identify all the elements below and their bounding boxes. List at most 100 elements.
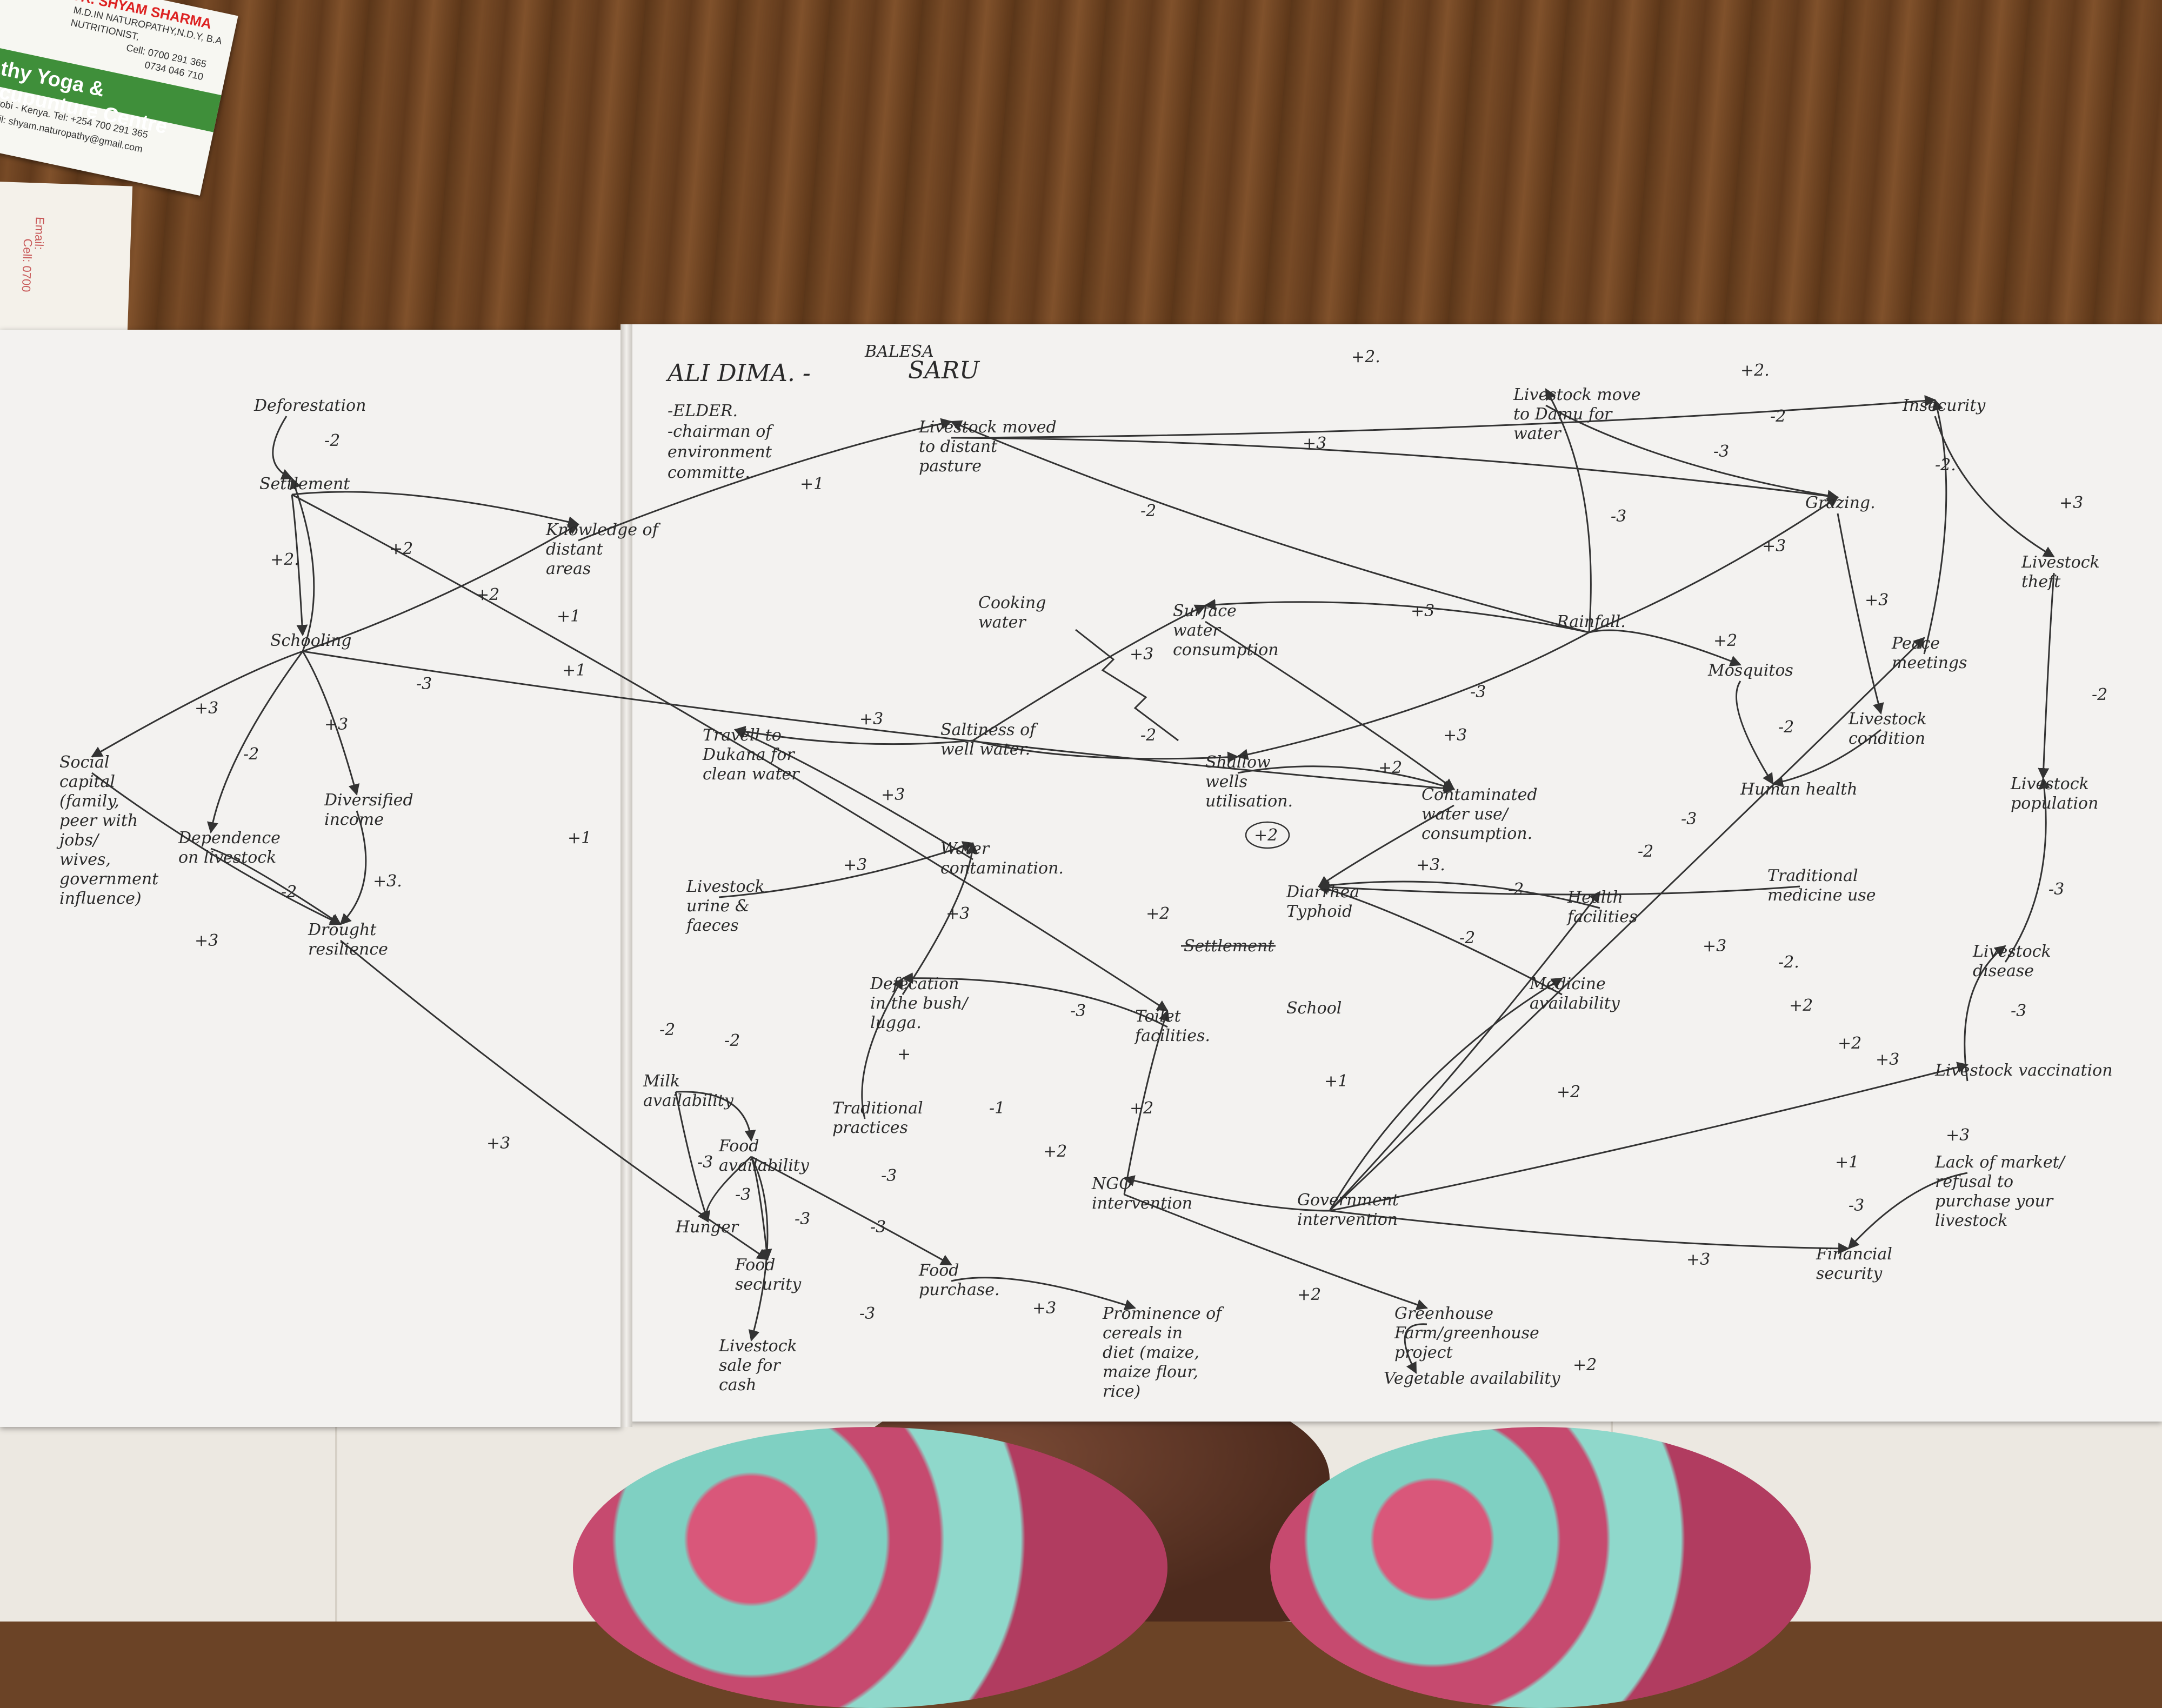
- causal-arrow: [1589, 629, 1741, 666]
- node-livestock-vaccination: Livestock vaccination: [1934, 1061, 2113, 1080]
- edge-label: -3: [1070, 1002, 1086, 1020]
- causal-arrow: [733, 726, 973, 745]
- causal-arrow: [272, 416, 293, 480]
- edge-label: +1: [568, 829, 591, 848]
- edge-label: +3: [1703, 937, 1726, 956]
- edge-label: +2.: [1740, 361, 1770, 380]
- edge-label: +3.: [373, 872, 402, 891]
- edge-label: +3: [1946, 1126, 1970, 1145]
- edge-label: +2: [1130, 1099, 1153, 1118]
- edge-label: +3: [1865, 591, 1889, 610]
- causal-arrow: [972, 604, 1206, 742]
- causal-arrow: [1318, 804, 1454, 888]
- causal-arrow: [1205, 621, 1455, 790]
- causal-arrow: [748, 1156, 769, 1342]
- causal-arrow: [2004, 777, 2050, 963]
- floor-tile-seam: [335, 1416, 337, 1622]
- edge-label: +1: [800, 475, 824, 493]
- notebook-left-page: [0, 330, 622, 1427]
- header-role-3: environment: [668, 443, 772, 462]
- header-name-after: SARU: [908, 357, 980, 384]
- edge-label: -2: [1778, 718, 1794, 737]
- edge-labels-layer: -2 +2. +2 +2 +1 +1 +3 -2 +3 -3 +3. -2 +3 +1 +1 +3 -2 +3 -3…: [195, 348, 2107, 1375]
- causal-arrow: [2038, 572, 2055, 780]
- causal-arrow: [1236, 631, 1590, 760]
- causal-arrow: [1771, 729, 1881, 788]
- causal-arrow: [302, 650, 1456, 794]
- edge-label: -2.: [1778, 953, 1799, 972]
- edge-label: +3: [1876, 1050, 1899, 1069]
- edge-label: -1: [989, 1099, 1005, 1118]
- edge-label: -2: [1459, 929, 1475, 948]
- edge-label: +3.: [1416, 856, 1445, 875]
- edge-label: -2: [1508, 880, 1524, 899]
- edge-label: -2: [1140, 502, 1156, 521]
- causal-arrow: [675, 1091, 710, 1223]
- causal-arrow: [1329, 637, 1925, 1212]
- edge-label: +3: [195, 699, 218, 718]
- causal-arrow: [291, 494, 308, 637]
- node-settlement: Settlement: [259, 475, 350, 493]
- causal-arrow: [1736, 680, 1774, 785]
- edge-label: +2: [389, 539, 413, 558]
- node-grazing: Grazing.: [1805, 493, 1876, 512]
- causal-arrow: [1123, 1175, 1330, 1212]
- notebook-right-page: [630, 324, 2162, 1422]
- causal-arrow: [1329, 1210, 1850, 1255]
- edge-label: -3: [859, 1304, 875, 1323]
- edge-label: -3: [1470, 683, 1486, 702]
- edge-label: -2: [281, 883, 297, 902]
- causal-arrow: [1404, 1323, 1427, 1374]
- node-human-health: Human health: [1740, 780, 1858, 799]
- edge-label: -3: [2048, 880, 2064, 899]
- causal-arrow: [1837, 513, 1884, 715]
- notebook-spine: [620, 324, 632, 1427]
- causal-arrow: [1329, 891, 1601, 1212]
- edge-label: +3: [1032, 1299, 1056, 1318]
- causal-arrow: [861, 977, 904, 1119]
- edge-label: +2: [1146, 904, 1170, 923]
- header-name-above: BALESA: [864, 342, 934, 361]
- node-mosquitos: Mosquitos: [1707, 661, 1793, 680]
- edge-label: -2: [659, 1020, 675, 1039]
- edge-label: +2: [1043, 1142, 1067, 1161]
- causal-arrow: [1923, 398, 1947, 655]
- edge-label: -3: [1849, 1196, 1864, 1215]
- node-school: School: [1286, 999, 1342, 1018]
- causal-arrow: [1545, 388, 1592, 633]
- causal-arrow: [901, 972, 1168, 1028]
- edge-label: +2.: [1351, 348, 1380, 366]
- edge-label: +1: [1324, 1072, 1348, 1091]
- edge-label: -2: [324, 431, 340, 450]
- causal-arrow: [1317, 884, 1563, 996]
- causal-arrow: [951, 437, 1839, 502]
- causal-arrow: [339, 810, 367, 925]
- edge-label: +2: [1297, 1285, 1321, 1304]
- causal-arrow: [1589, 496, 1839, 633]
- edge-label: +3: [1411, 602, 1434, 621]
- causal-arrow: [302, 523, 579, 652]
- causal-arrow: [1329, 1062, 1969, 1212]
- edge-label: +1: [557, 607, 580, 626]
- edge-label: +3: [1130, 645, 1153, 664]
